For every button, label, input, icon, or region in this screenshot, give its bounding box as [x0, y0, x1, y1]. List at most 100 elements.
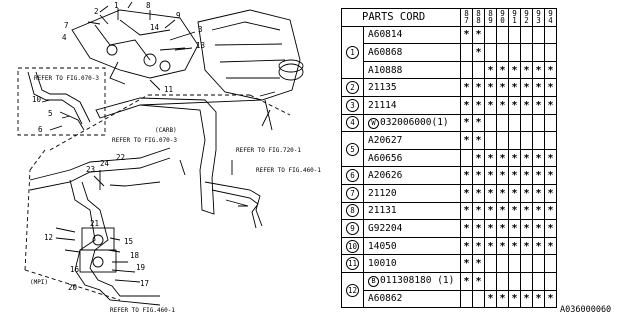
year-mark: * [472, 219, 485, 238]
year-mark: * [460, 236, 473, 256]
callout-12: 12 [44, 233, 53, 242]
year-mark [460, 43, 473, 62]
callout-17: 17 [140, 279, 149, 288]
callout-19: 19 [136, 263, 145, 272]
year-mark [532, 254, 545, 273]
year-mark: * [460, 219, 473, 238]
ref-fig460-right: REFER TO FIG.460-1 [256, 167, 321, 174]
year-mark: * [472, 43, 485, 62]
ref-number: 4 [341, 113, 364, 133]
year-mark: * [496, 148, 509, 168]
year-mark [532, 25, 545, 45]
year-mark: * [520, 148, 533, 168]
year-mark: * [496, 236, 509, 256]
year-mark: * [460, 183, 473, 203]
part-number: A10888 [363, 60, 461, 80]
year-mark [508, 113, 521, 133]
part-number: G92204 [363, 219, 461, 238]
year-mark: * [472, 131, 485, 150]
year-mark: * [460, 271, 473, 291]
parts-code-header: PARTS CORD [341, 8, 461, 27]
callout-9: 9 [176, 11, 181, 20]
ref-number: 10 [341, 236, 364, 256]
year-mark: * [520, 219, 533, 238]
year-mark: * [460, 166, 473, 185]
year-mark: * [532, 236, 545, 256]
ref-number: 2 [341, 78, 364, 97]
year-mark [532, 131, 545, 150]
part-number: 21114 [363, 95, 461, 115]
ref-fig720: REFER TO FIG.720-1 [236, 147, 301, 154]
year-mark: * [544, 183, 557, 203]
year-mark: * [472, 95, 485, 115]
part-number: A60656 [363, 148, 461, 168]
ref-number: 3 [341, 95, 364, 115]
year-mark: * [484, 219, 497, 238]
callout-20: 20 [68, 283, 78, 292]
year-mark [508, 271, 521, 291]
year-mark: * [460, 131, 473, 150]
year-mark [520, 25, 533, 45]
year-mark: * [544, 236, 557, 256]
year-mark: * [472, 254, 485, 273]
year-mark: * [460, 201, 473, 221]
callout-13: 13 [196, 41, 205, 50]
year-mark: * [544, 60, 557, 80]
year-mark [544, 254, 557, 273]
year-mark [508, 43, 521, 62]
callout-23: 23 [86, 165, 95, 174]
year-mark: * [472, 78, 485, 97]
year-mark: * [484, 236, 497, 256]
ref-mpi: (MPI) [30, 279, 48, 286]
year-mark: * [460, 25, 473, 45]
table-row: A60656******* [342, 148, 557, 168]
year-mark: * [460, 113, 473, 133]
ref-fig070-lower: REFER TO FIG.070-3 [112, 137, 177, 144]
ref-fig070-upper: REFER TO FIG.070-3 [34, 75, 99, 82]
year-mark: * [496, 60, 509, 80]
year-mark [496, 113, 509, 133]
year-mark: * [484, 166, 497, 185]
year-mark: * [472, 166, 485, 185]
callout-21: 21 [90, 219, 99, 228]
ref-number: 6 [341, 166, 364, 185]
year-mark: * [532, 95, 545, 115]
year-mark: * [496, 289, 509, 309]
diagram-code: A036000060 [560, 305, 612, 315]
part-number: A60868 [363, 43, 461, 62]
year-mark: * [484, 95, 497, 115]
callout-15: 15 [124, 237, 133, 246]
year-mark: * [532, 219, 545, 238]
table-row: A10888****** [342, 60, 557, 80]
year-mark [520, 113, 533, 133]
year-mark: * [496, 166, 509, 185]
year-mark: * [520, 166, 533, 185]
part-number: A20626 [363, 166, 461, 185]
year-mark: * [508, 236, 521, 256]
ref-fig460-bottom: REFER TO FIG.460-1 [110, 307, 175, 314]
year-mark [520, 271, 533, 291]
year-mark [544, 43, 557, 62]
year-mark: * [532, 60, 545, 80]
year-mark: * [532, 148, 545, 168]
year-mark: * [508, 201, 521, 221]
year-mark [544, 131, 557, 150]
ref-number: 5 [341, 131, 364, 168]
ref-carb: (CARB) [155, 127, 177, 134]
year-mark [544, 25, 557, 45]
year-mark: * [472, 236, 485, 256]
year-mark: * [484, 60, 497, 80]
parts-diagram: 1 2 3 4 5 6 7 8 9 10 11 12 13 14 15 16 1… [17, 1, 321, 314]
